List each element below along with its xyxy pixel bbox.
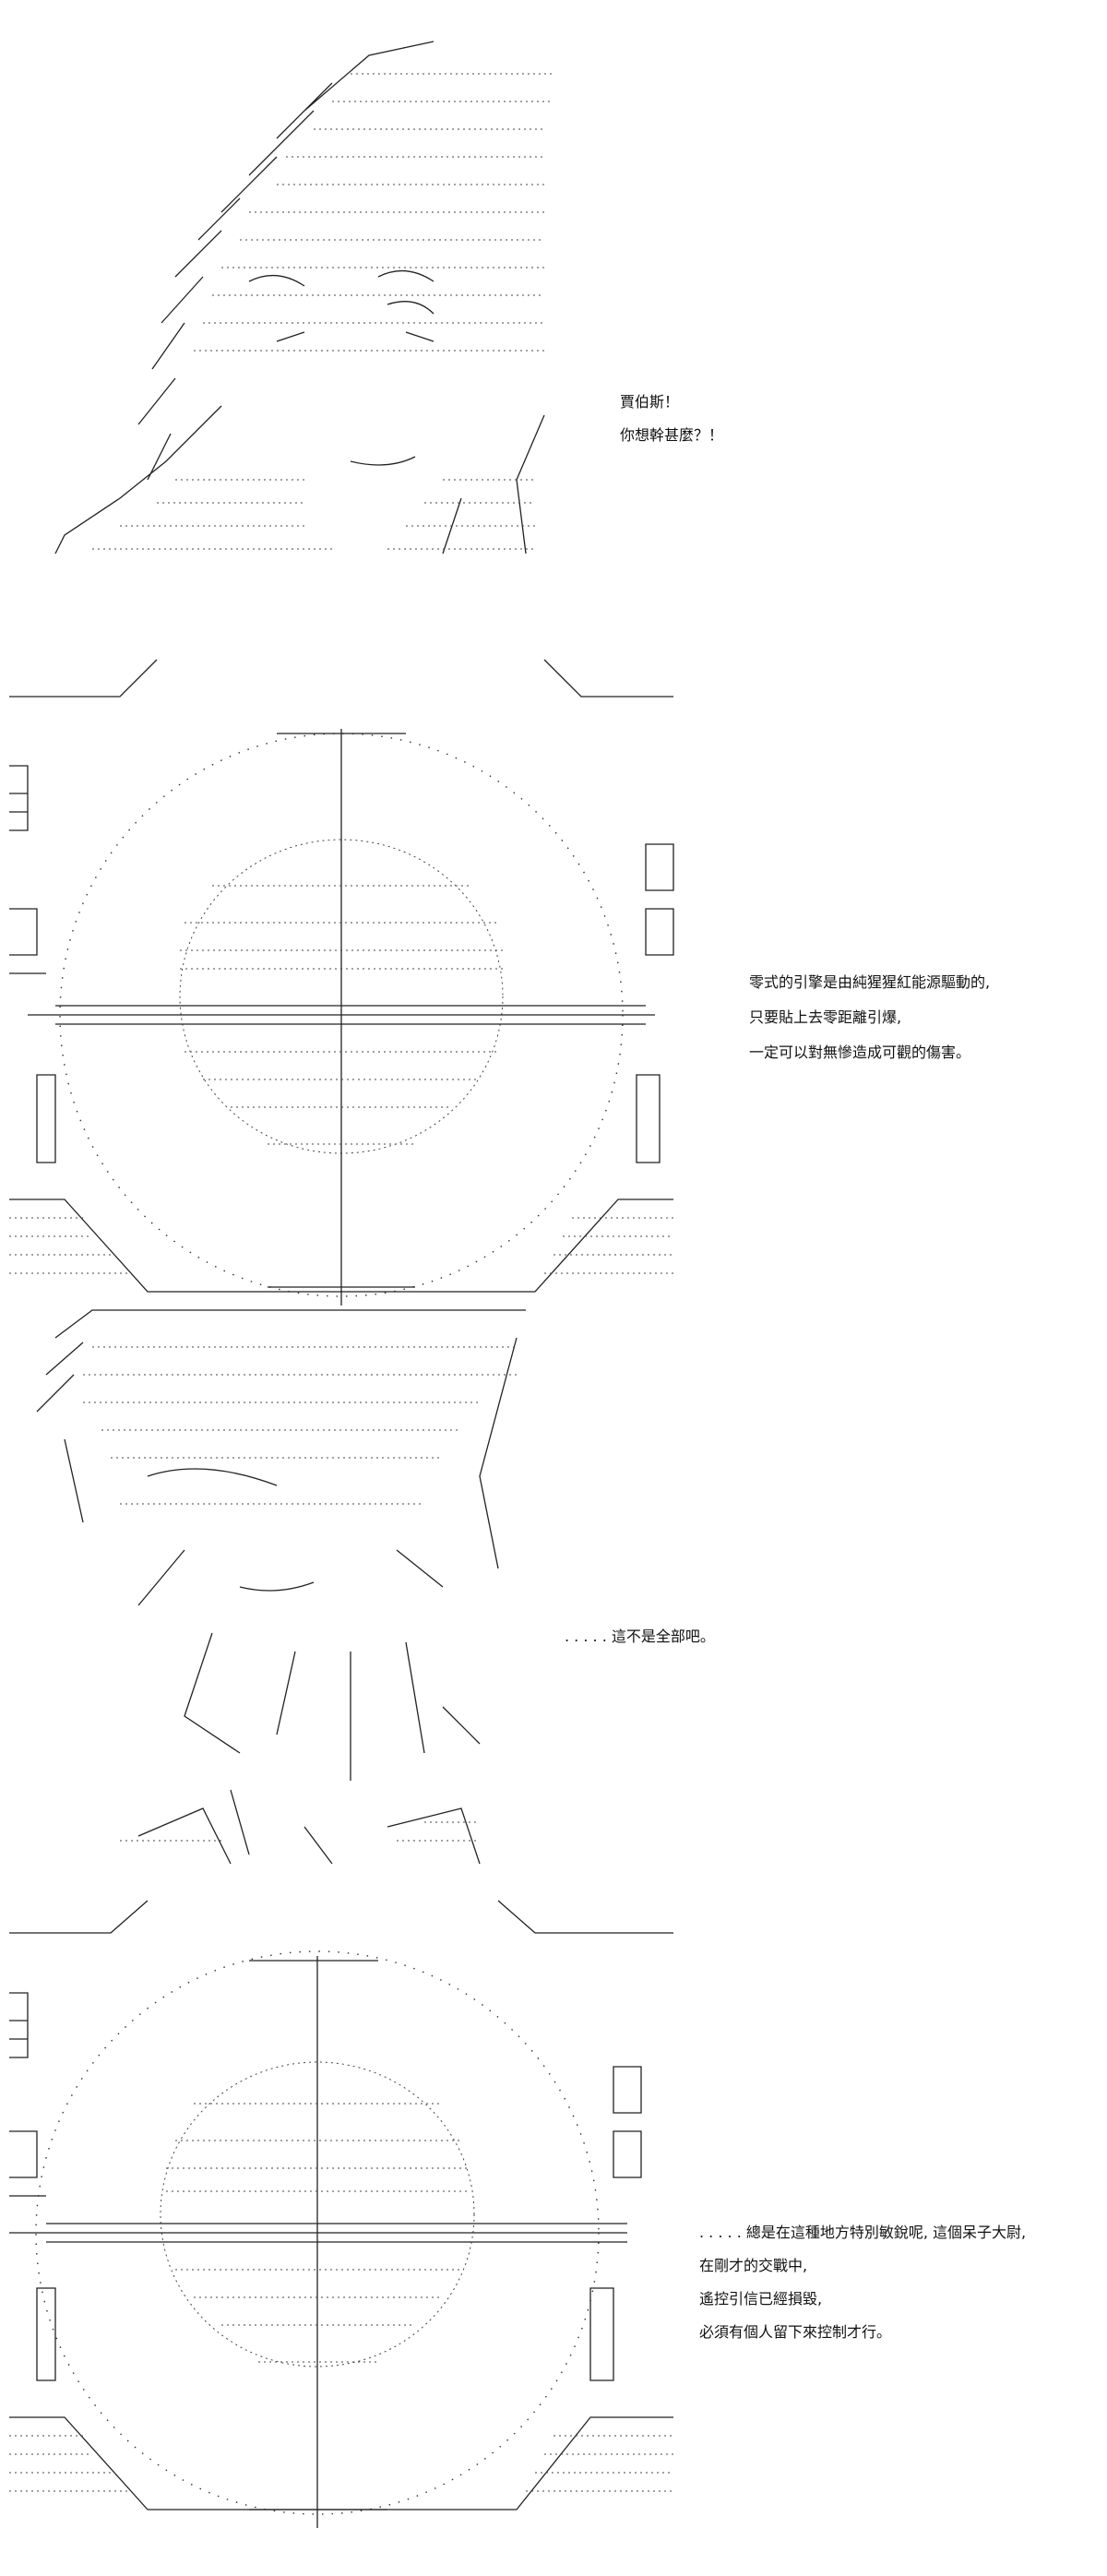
dialogue-line: . . . . . 總是在這種地方特別敏銳呢, 這個呆子大尉,: [699, 2224, 1027, 2241]
dialogue-line: 必須有個人留下來控制才行。: [699, 2323, 892, 2341]
dialogue-jobs: 賈伯斯！ 你想幹甚麼？！: [620, 386, 723, 452]
dialogue-line: . . . . . 這不是全部吧。: [565, 1628, 715, 1645]
dialogue-line: 你想幹甚麼？！: [620, 426, 724, 444]
dialogue-scope-1: 零式的引擎是由純猩猩紅能源驅動的, 只要貼上去零距離引爆, 一定可以對無慘造成可…: [749, 965, 990, 1070]
character-girl-art: [36, 1309, 526, 1865]
dialogue-girl: . . . . . 這不是全部吧。: [565, 1620, 715, 1653]
dialogue-scope-2: . . . . . 總是在這種地方特別敏銳呢, 這個呆子大尉, 在剛才的交戰中,…: [699, 2216, 1026, 2349]
dialogue-line: 賈伯斯！: [620, 393, 680, 411]
panel-divider: [9, 659, 673, 698]
dialogue-line: 零式的引擎是由純猩猩紅能源驅動的,: [749, 973, 991, 991]
dialogue-line: 只要貼上去零距離引爆,: [749, 1008, 902, 1026]
dialogue-line: 遙控引信已經損毀,: [699, 2290, 823, 2308]
panel-divider: [9, 1900, 673, 1934]
character-jobs-art: [54, 41, 554, 555]
targeting-reticle-1: [9, 729, 674, 1306]
dialogue-line: 在剛才的交戰中,: [699, 2257, 808, 2274]
targeting-reticle-2: [9, 1950, 673, 2528]
dialogue-line: 一定可以對無慘造成可觀的傷害。: [749, 1044, 971, 1061]
